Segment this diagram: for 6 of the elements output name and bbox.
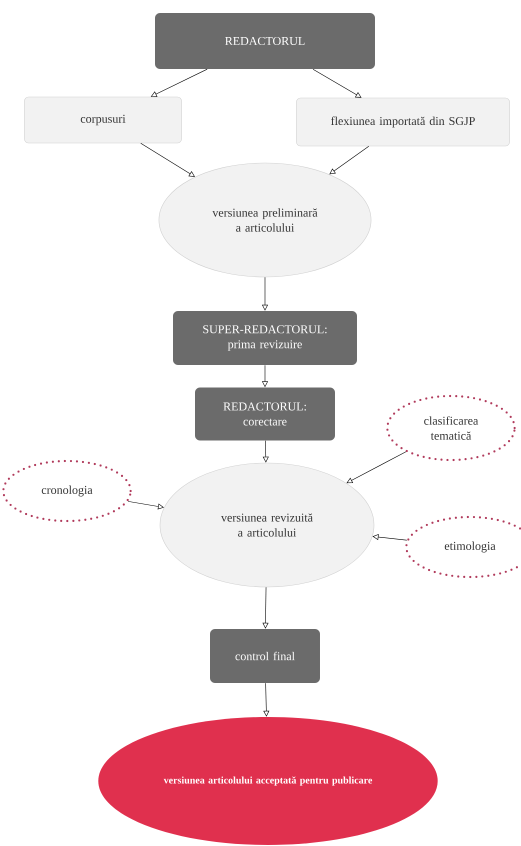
source-box: flexiunea importată din SGJP bbox=[296, 98, 510, 146]
role-box: SUPER-REDACTORUL: prima revizuire bbox=[173, 311, 357, 365]
role-box: REDACTORUL: corectare bbox=[195, 388, 335, 440]
role-box: REDACTORUL bbox=[155, 13, 375, 69]
role-box: control final bbox=[210, 629, 320, 683]
source-box: corpusuri bbox=[24, 96, 182, 144]
